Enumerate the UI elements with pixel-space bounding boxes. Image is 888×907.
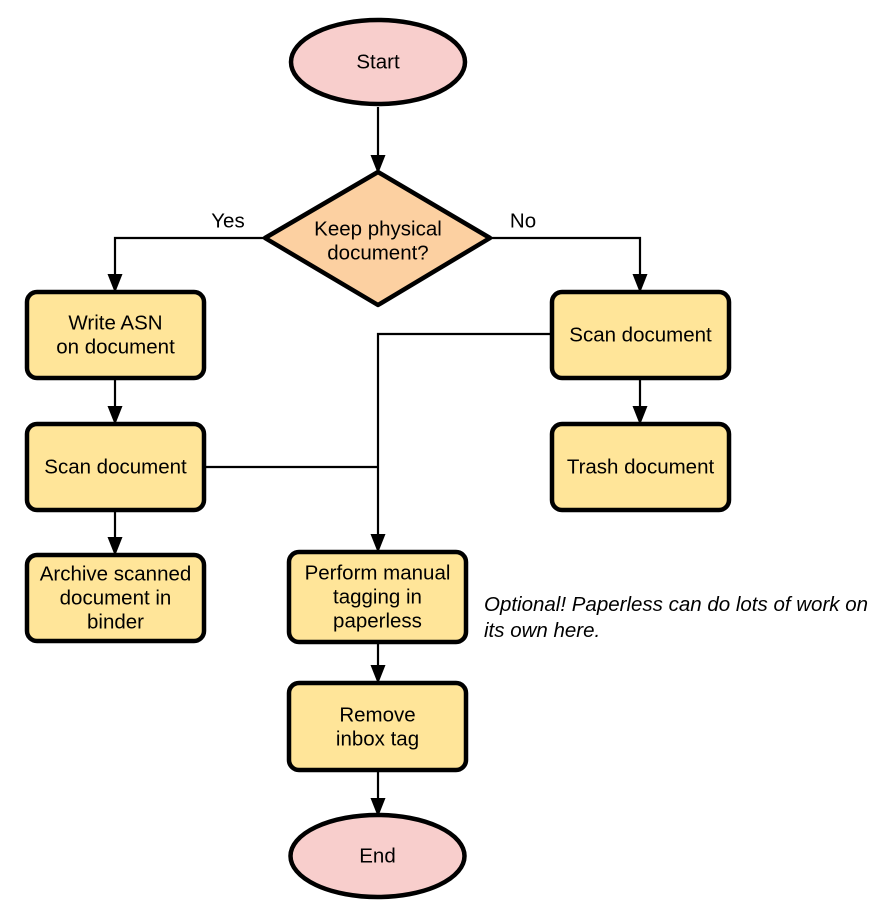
remove-inbox-tag-label-line1: Remove (339, 703, 415, 726)
node-decision-keep-physical[interactable]: Keep physical document? (262, 169, 493, 308)
scan-document-right-label: Scan document (569, 323, 712, 346)
arrow-head-icon (370, 665, 386, 684)
node-remove-inbox-tag[interactable]: Remove inbox tag (286, 680, 469, 773)
archive-binder-label-line2: document in (60, 586, 172, 609)
start-ellipse-shape[interactable] (288, 17, 468, 107)
edge-label-no: No (510, 209, 536, 232)
decision-diamond-shape[interactable] (262, 169, 493, 308)
edge-label-layer: Yes No (211, 209, 536, 232)
node-archive-binder[interactable]: Archive scanned document in binder (24, 552, 207, 644)
arrow-head-icon (370, 534, 386, 553)
manual-tagging-box-shape[interactable] (286, 549, 469, 645)
end-ellipse-shape[interactable] (288, 812, 467, 900)
decision-label-line2: document? (327, 241, 428, 264)
edge-label-yes: Yes (211, 209, 244, 232)
write-asn-label-line2: on document (56, 335, 175, 358)
trash-document-box-shape[interactable] (549, 421, 732, 513)
archive-binder-label-line1: Archive scanned (40, 562, 192, 585)
node-manual-tagging[interactable]: Perform manual tagging in paperless (286, 549, 469, 645)
arrow-head-icon (632, 274, 648, 293)
arrow-head-icon (107, 537, 123, 556)
edge-decision-no (490, 236, 648, 293)
edge-write-to-scan-left (107, 378, 123, 425)
edge-start-to-decision (370, 107, 386, 174)
annotation-optional-note: Optional! Paperless can do lots of work … (484, 593, 868, 642)
trash-document-label: Trash document (567, 455, 715, 478)
edge-scan-right-to-tagging (370, 332, 552, 553)
edge-layer (107, 107, 648, 817)
edge-tagging-to-remove (370, 642, 386, 684)
edge-decision-yes (107, 236, 265, 293)
archive-binder-box-shape[interactable] (24, 552, 207, 644)
optional-note-line2: its own here. (484, 619, 600, 642)
edge-scan-right-to-trash (632, 378, 648, 425)
start-label: Start (356, 50, 400, 73)
optional-note-line1: Optional! Paperless can do lots of work … (484, 593, 868, 616)
manual-tagging-label-line3: paperless (333, 609, 422, 632)
remove-inbox-tag-box-shape[interactable] (286, 680, 469, 773)
edge-remove-to-end (370, 770, 386, 817)
node-write-asn[interactable]: Write ASN on document (24, 289, 207, 381)
remove-inbox-tag-label-line2: inbox tag (336, 727, 419, 750)
manual-tagging-label-line1: Perform manual (305, 561, 451, 584)
node-scan-document-left[interactable]: Scan document (24, 421, 207, 513)
scan-document-left-box-shape[interactable] (24, 421, 207, 513)
write-asn-label-line1: Write ASN (68, 311, 162, 334)
arrow-head-icon (370, 155, 386, 174)
edge-scan-left-to-archive (107, 510, 123, 556)
decision-label-line1: Keep physical (314, 217, 442, 240)
arrow-head-icon (107, 274, 123, 293)
node-scan-document-right[interactable]: Scan document (549, 289, 732, 381)
end-label: End (359, 844, 395, 867)
scan-document-left-label: Scan document (44, 455, 187, 478)
manual-tagging-label-line2: tagging in (333, 585, 422, 608)
scan-document-right-box-shape[interactable] (549, 289, 732, 381)
node-end[interactable]: End (288, 812, 467, 900)
write-asn-box-shape[interactable] (24, 289, 207, 381)
node-start[interactable]: Start (288, 17, 468, 107)
arrow-head-icon (632, 406, 648, 425)
arrow-head-icon (107, 406, 123, 425)
archive-binder-label-line3: binder (87, 610, 144, 633)
arrow-head-icon (370, 798, 386, 817)
node-trash-document[interactable]: Trash document (549, 421, 732, 513)
